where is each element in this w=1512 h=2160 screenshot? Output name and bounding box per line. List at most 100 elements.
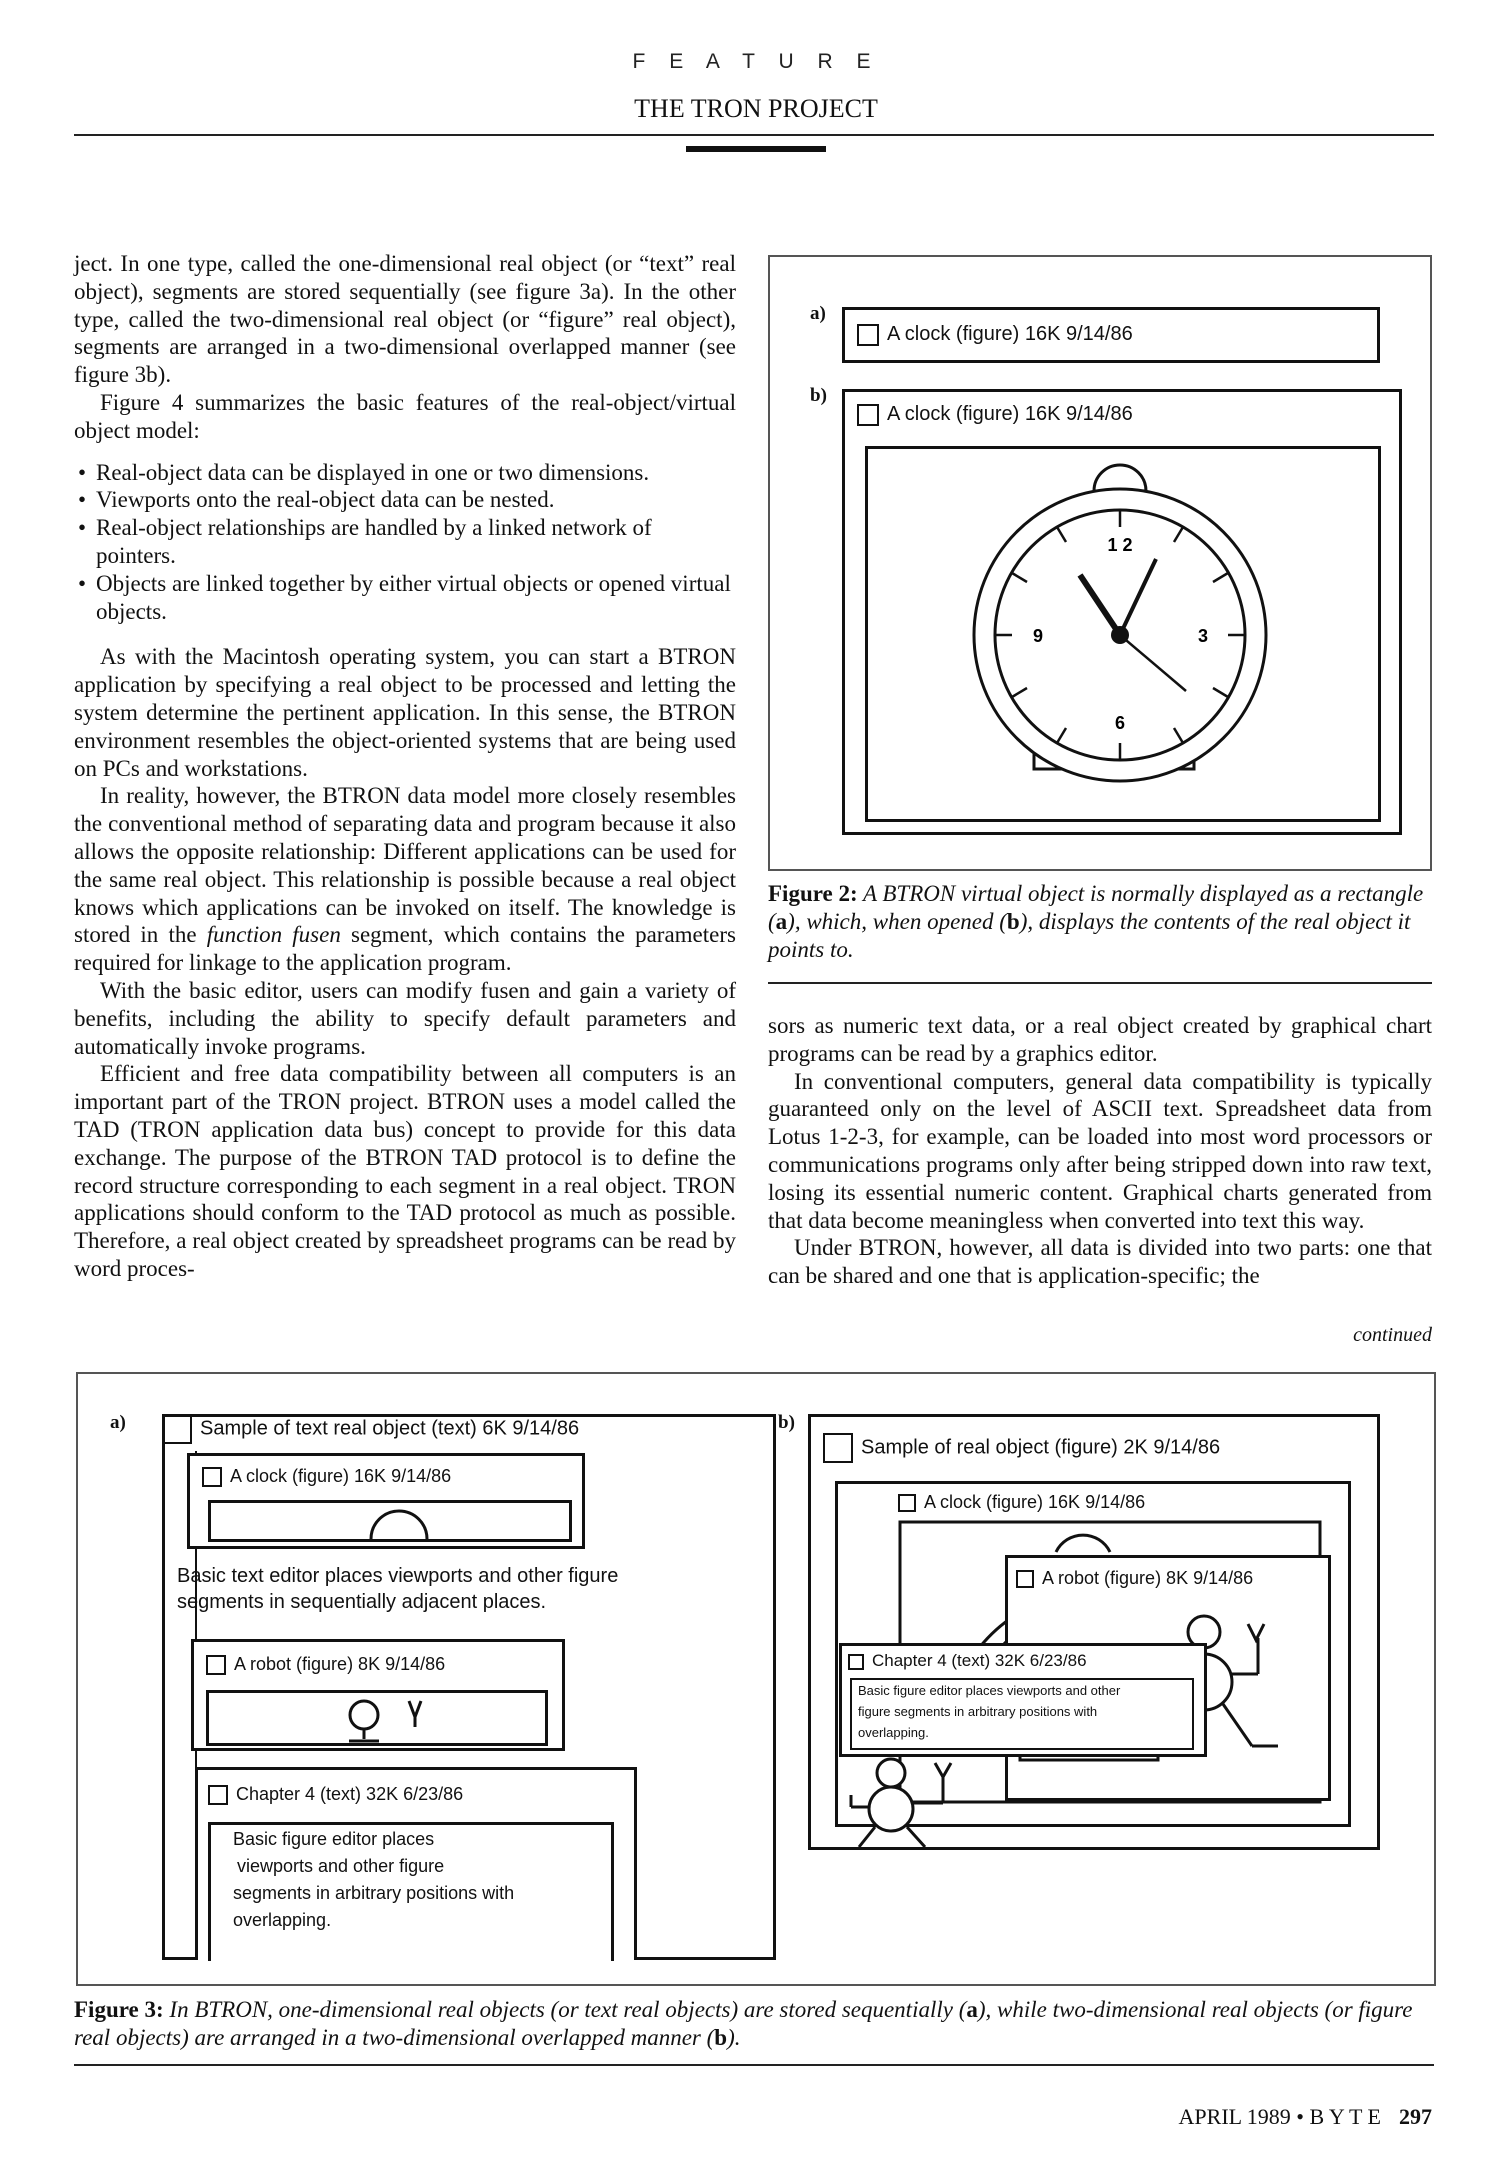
- figure-2-label-b: b): [810, 385, 827, 406]
- chapter-text-pane: Basic figure editor places viewports and…: [208, 1822, 614, 1961]
- object-label: Sample of real object (figure) 2K 9/14/8…: [861, 1436, 1221, 1459]
- object-label: A clock (figure) 16K 9/14/86: [887, 403, 1133, 425]
- caption-number: Figure 3:: [74, 1997, 164, 2022]
- section-kicker: F E A T U R E: [632, 50, 880, 73]
- object-label: A clock (figure) 16K 9/14/86: [924, 1492, 1146, 1512]
- caption-rule: [74, 2064, 1434, 2066]
- caption-ref: b: [714, 2025, 728, 2050]
- figure-2-caption: Figure 2: A BTRON virtual object is norm…: [768, 880, 1432, 964]
- header-rule: [74, 134, 1434, 136]
- paragraph: ject. In one type, called the one-dimens…: [74, 251, 736, 388]
- virtual-object-title: A clock (figure) 16K 9/14/86: [857, 403, 1133, 426]
- object-content-pane: 1 2 3 6 9: [865, 446, 1381, 822]
- figure-3-label-b: b): [778, 1412, 795, 1433]
- chapter-line: overlapping.: [233, 1910, 332, 1930]
- robot-viewport: A robot (figure) 8K 9/14/86: [191, 1639, 565, 1751]
- object-label: A robot (figure) 8K 9/14/86: [234, 1654, 446, 1674]
- robot-icon: [348, 1699, 423, 1743]
- paragraph: Under BTRON, however, all data is divide…: [768, 1235, 1432, 1289]
- figure-3: a) Sample of text real object (text) 6K …: [76, 1372, 1436, 1986]
- chapter-line: Basic figure editor places viewports and…: [858, 1683, 1121, 1698]
- object-title: Sample of text real object (text) 6K 9/1…: [162, 1414, 579, 1444]
- running-title: THE TRON PROJECT: [634, 94, 878, 123]
- clock-icon: 1 2 3 6 9: [972, 463, 1268, 783]
- virtual-object-opened: A clock (figure) 16K 9/14/86: [842, 389, 1402, 835]
- continued-note: continued: [1353, 1324, 1432, 1346]
- paragraph: In reality, however, the BTRON data mode…: [74, 782, 736, 977]
- body-column-right: sors as numeric text data, or a real obj…: [768, 1012, 1432, 1290]
- chapter-line: viewports and other figure: [237, 1856, 445, 1876]
- list-item: Real-object relationships are handled by…: [74, 514, 736, 570]
- paragraph: Figure 4 summarizes the basic features o…: [74, 389, 736, 443]
- caption-ref: b: [1006, 909, 1020, 934]
- viewport-title: A clock (figure) 16K 9/14/86: [898, 1492, 1145, 1513]
- chapter-viewport: Chapter 4 (text) 32K 6/23/86 Basic figur…: [195, 1767, 637, 1961]
- checkbox-icon: [202, 1467, 222, 1488]
- list-item: Real-object data can be displayed in one…: [74, 459, 736, 487]
- object-label: Sample of text real object (text) 6K 9/1…: [200, 1417, 580, 1440]
- feature-list: Real-object data can be displayed in one…: [74, 459, 736, 626]
- checkbox-icon: [857, 323, 879, 346]
- caption-text: In BTRON, one-dimensional real objects (…: [163, 1997, 967, 2022]
- text-span: segment, which contains the parameters r…: [74, 922, 736, 976]
- chapter-line: figure segments in arbitrary positions w…: [858, 1704, 1098, 1719]
- issue-line: APRIL 1989 • B Y T E: [1178, 2104, 1381, 2129]
- checkbox-icon: [823, 1433, 853, 1463]
- virtual-object-closed: A clock (figure) 16K 9/14/86: [842, 307, 1380, 363]
- viewport-title: Chapter 4 (text) 32K 6/23/86: [208, 1784, 464, 1806]
- paragraph: Efficient and free data compatibility be…: [74, 1061, 736, 1281]
- viewport-title: A clock (figure) 16K 9/14/86: [202, 1466, 452, 1488]
- chapter-line: Basic figure editor places: [233, 1829, 435, 1849]
- body-column-left: ject. In one type, called the one-dimens…: [74, 250, 736, 1283]
- checkbox-icon: [1016, 1570, 1034, 1589]
- object-label: A robot (figure) 8K 9/14/86: [1042, 1568, 1254, 1588]
- clock-numeral-3: 3: [1198, 626, 1208, 646]
- caption-rule: [768, 982, 1432, 984]
- object-label: A clock (figure) 16K 9/14/86: [230, 1466, 452, 1486]
- clock-bell-icon: [369, 1509, 429, 1539]
- clock-viewport: A clock (figure) 16K 9/14/86: [187, 1453, 585, 1549]
- chapter-line: overlapping.: [858, 1725, 929, 1740]
- checkbox-icon: [162, 1414, 192, 1444]
- object-label: Chapter 4 (text) 32K 6/23/86: [872, 1651, 1087, 1670]
- figure-3-caption: Figure 3: In BTRON, one-dimensional real…: [74, 1996, 1434, 2052]
- object-label: A clock (figure) 16K 9/14/86: [887, 323, 1133, 345]
- caption-ref: a: [966, 1997, 978, 2022]
- page-number: 297: [1399, 2104, 1432, 2129]
- paragraph: With the basic editor, users can modify …: [74, 977, 736, 1059]
- chapter-viewport: Chapter 4 (text) 32K 6/23/86 Basic figur…: [839, 1643, 1207, 1757]
- figure-real-object: Sample of real object (figure) 2K 9/14/8…: [808, 1414, 1380, 1850]
- figure-2: a) A clock (figure) 16K 9/14/86 b) A clo…: [768, 255, 1432, 871]
- caption-text: ), displays the contents of the real obj…: [768, 909, 1411, 962]
- description-line: segments in sequentially adjacent places…: [177, 1591, 547, 1613]
- object-title: Sample of real object (figure) 2K 9/14/8…: [823, 1433, 1220, 1463]
- text-real-object: Sample of text real object (text) 6K 9/1…: [162, 1414, 776, 1961]
- list-item: Objects are linked together by either vi…: [74, 570, 736, 626]
- clock-numeral-12: 1 2: [1107, 535, 1132, 555]
- text-span: In reality, however, the BTRON data mode…: [74, 783, 736, 948]
- paragraph: In conventional computers, general data …: [768, 1068, 1432, 1233]
- paragraph: sors as numeric text data, or a real obj…: [768, 1013, 1432, 1066]
- robot-icon: [849, 1757, 953, 1849]
- header-bar: [686, 146, 826, 152]
- checkbox-icon: [898, 1494, 916, 1513]
- robot-preview-pane: [206, 1690, 548, 1746]
- checkbox-icon: [857, 403, 879, 426]
- virtual-object-title: A clock (figure) 16K 9/14/86: [857, 323, 1133, 346]
- viewport-title: A robot (figure) 8K 9/14/86: [206, 1654, 446, 1676]
- chapter-text-pane: Basic figure editor places viewports and…: [850, 1678, 1194, 1750]
- viewport-title: A robot (figure) 8K 9/14/86: [1016, 1568, 1253, 1589]
- caption-ref: a: [775, 909, 788, 934]
- page-footer: APRIL 1989 • B Y T E 297: [1000, 2104, 1432, 2130]
- caption-number: Figure 2:: [768, 881, 858, 906]
- paragraph: As with the Macintosh operating system, …: [74, 644, 736, 781]
- clock-numeral-9: 9: [1033, 626, 1043, 646]
- caption-text: ), which, when opened (: [787, 909, 1007, 934]
- clock-preview-pane: [208, 1500, 572, 1542]
- caption-text: ).: [727, 2025, 741, 2050]
- object-label: Chapter 4 (text) 32K 6/23/86: [236, 1784, 464, 1804]
- viewport-title: Chapter 4 (text) 32K 6/23/86: [848, 1651, 1087, 1671]
- checkbox-icon: [206, 1655, 226, 1676]
- clock-numeral-6: 6: [1115, 713, 1125, 733]
- checkbox-icon: [208, 1785, 228, 1806]
